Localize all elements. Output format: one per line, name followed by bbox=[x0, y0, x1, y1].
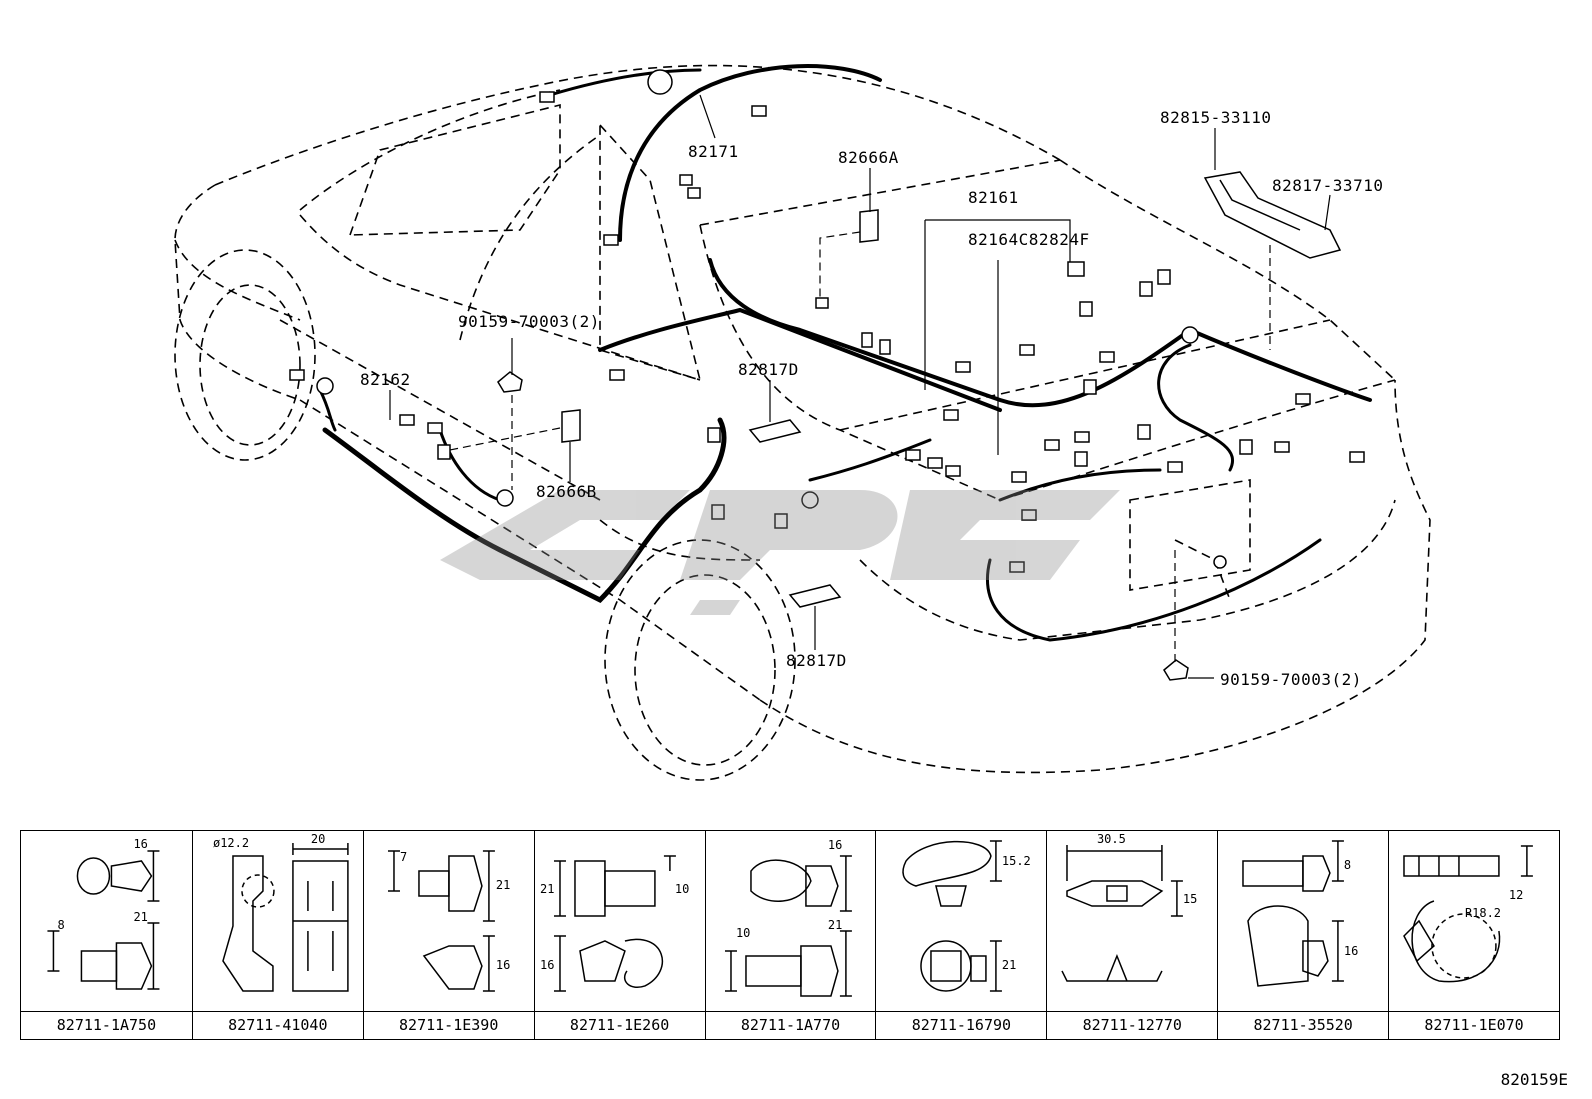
dim-label: 20 bbox=[311, 832, 325, 846]
part-number: 82711-1A770 bbox=[705, 1011, 876, 1039]
label-82666a-icon bbox=[859, 209, 879, 243]
clip-35520-icon: 8 16 bbox=[1242, 840, 1359, 987]
dim-label: 21 bbox=[540, 882, 554, 896]
dim-label: 16 bbox=[496, 958, 510, 972]
dim-label: 7 bbox=[400, 850, 407, 864]
callout-82817d-upper: 82817D bbox=[738, 360, 799, 379]
dim-label: 10 bbox=[736, 926, 750, 940]
callout-82666a: 82666A bbox=[838, 148, 899, 167]
callout-82815-33110: 82815-33110 bbox=[1160, 108, 1272, 127]
clip-cell: 16 21 10 82711-1A770 bbox=[704, 831, 876, 1039]
clip-cell: 16 8 21 82711-1A750 bbox=[21, 831, 192, 1039]
dashed-leaders bbox=[449, 231, 1271, 665]
part-number: 82711-12770 bbox=[1047, 1011, 1218, 1039]
callout-90159-lower: 90159-70003(2) bbox=[1220, 670, 1362, 689]
connectors bbox=[289, 69, 1365, 573]
callout-82161: 82161 bbox=[968, 188, 1019, 207]
clip-cell: 12 R18.2 82711-1E070 bbox=[1388, 831, 1559, 1039]
dim-label: 21 bbox=[827, 918, 841, 932]
dim-label: 10 bbox=[675, 882, 689, 896]
part-number: 82711-35520 bbox=[1218, 1011, 1389, 1039]
leader-lines bbox=[389, 94, 1331, 679]
clip-cell: 8 16 82711-35520 bbox=[1217, 831, 1389, 1039]
clip-parts-table: 16 8 21 82711-1A750 ø12.2 20 82711-41040 bbox=[20, 830, 1560, 1040]
part-number: 82711-1E070 bbox=[1389, 1011, 1559, 1039]
clip-cell: ø12.2 20 82711-41040 bbox=[191, 831, 363, 1039]
protector-82815-icon bbox=[1203, 171, 1342, 259]
wire-harness bbox=[318, 64, 1372, 642]
clip-1e260-icon: 21 10 16 bbox=[540, 855, 689, 992]
callout-82817-33710: 82817-33710 bbox=[1272, 176, 1384, 195]
callout-82817d-lower: 82817D bbox=[786, 651, 847, 670]
dim-label: 16 bbox=[540, 958, 554, 972]
part-number: 82711-1A750 bbox=[21, 1011, 192, 1039]
clip-cell: 7 21 16 82711-1E390 bbox=[362, 831, 534, 1039]
clip-16790-icon: 15.2 21 bbox=[902, 840, 1031, 992]
part-number: 82711-1E390 bbox=[363, 1011, 534, 1039]
dim-label: 8 bbox=[1344, 858, 1351, 872]
callout-82666b: 82666B bbox=[536, 482, 597, 501]
figure-id: 820159E bbox=[1500, 1070, 1568, 1089]
part-number: 82711-16790 bbox=[876, 1011, 1047, 1039]
part-number: 82711-1E260 bbox=[534, 1011, 705, 1039]
dim-label: ø12.2 bbox=[213, 836, 249, 850]
clip-1a770-icon: 16 21 10 bbox=[724, 838, 852, 997]
label-82666b-icon bbox=[561, 409, 581, 443]
dim-label: 16 bbox=[1344, 944, 1358, 958]
dim-label: R18.2 bbox=[1465, 906, 1501, 920]
clip-1e390-icon: 7 21 16 bbox=[387, 850, 510, 992]
clip-41040-icon: ø12.2 20 bbox=[213, 832, 349, 992]
dim-label: 8 bbox=[57, 918, 64, 932]
callout-82171: 82171 bbox=[688, 142, 739, 161]
small-parts bbox=[497, 171, 1342, 681]
dim-label: 12 bbox=[1509, 888, 1523, 902]
dim-label: 16 bbox=[133, 837, 147, 851]
dim-label: 21 bbox=[133, 910, 147, 924]
dim-label: 16 bbox=[827, 838, 841, 852]
clip-1a750-icon: 16 8 21 bbox=[47, 837, 160, 990]
bolt-lower-icon bbox=[1163, 659, 1189, 681]
part-number: 82711-41040 bbox=[192, 1011, 363, 1039]
watermark-logo-icon bbox=[440, 490, 1120, 615]
dim-label: 21 bbox=[496, 878, 510, 892]
dim-label: 15.2 bbox=[1002, 854, 1031, 868]
clip-cell: 21 10 16 82711-1E260 bbox=[533, 831, 705, 1039]
dim-label: 30.5 bbox=[1097, 832, 1126, 846]
clip-12770-icon: 30.5 15 bbox=[1061, 832, 1198, 982]
pad-82817d-lower-icon bbox=[788, 584, 842, 608]
clip-1e070-icon: 12 R18.2 bbox=[1403, 845, 1534, 983]
dim-label: 15 bbox=[1183, 892, 1197, 906]
bolt-upper-icon bbox=[497, 371, 523, 393]
callout-82162: 82162 bbox=[360, 370, 411, 389]
callout-82164c82824f: 82164C82824F bbox=[968, 230, 1090, 249]
callout-90159-upper: 90159-70003(2) bbox=[458, 312, 600, 331]
clip-cell: 15.2 21 82711-16790 bbox=[875, 831, 1047, 1039]
dim-label: 21 bbox=[1002, 958, 1016, 972]
clip-cell: 30.5 15 82711-12770 bbox=[1046, 831, 1218, 1039]
pad-82817d-upper-icon bbox=[748, 419, 802, 443]
